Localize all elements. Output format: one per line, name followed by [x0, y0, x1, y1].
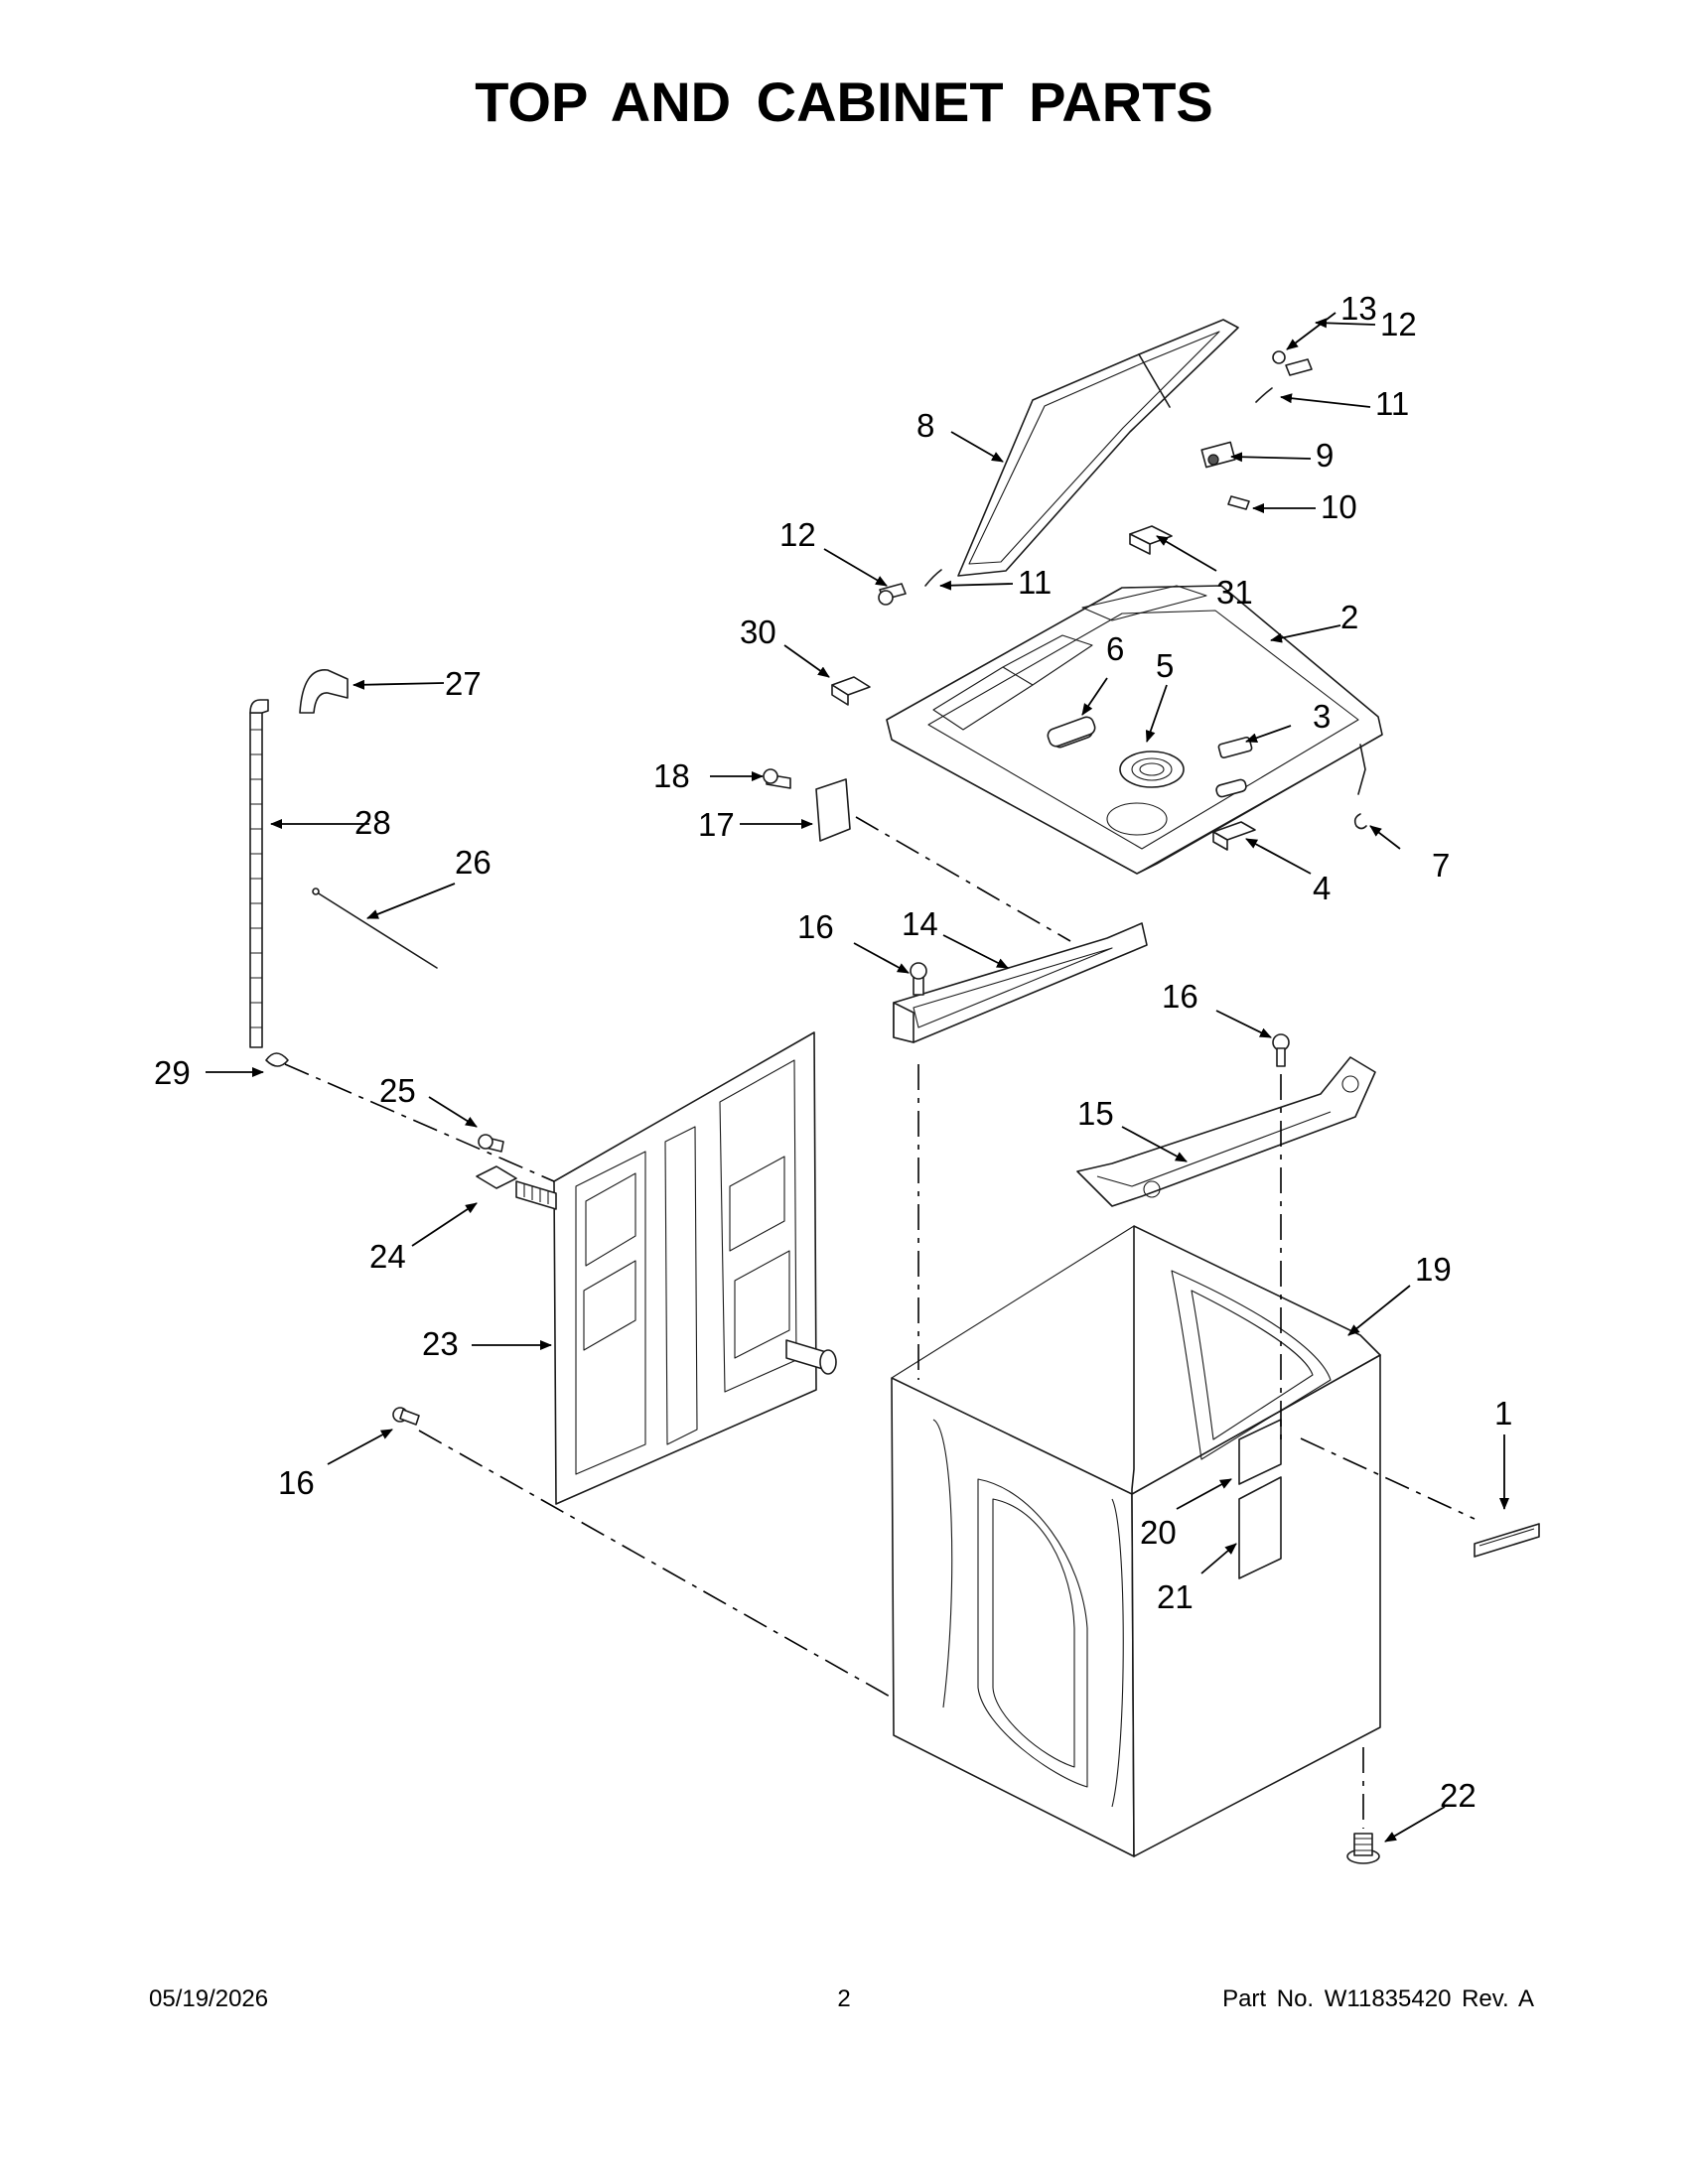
page-title: TOP AND CABINET PARTS [475, 70, 1213, 133]
callout-26: 26 [455, 844, 492, 881]
callout-22: 22 [1440, 1777, 1477, 1814]
callout-12-left: 12 [779, 516, 816, 553]
callout-16-rear-brace: 16 [1162, 978, 1198, 1015]
screw-part-16-brace [910, 962, 927, 996]
assembly-lines [284, 816, 1476, 1829]
screw-part-13 [1272, 350, 1286, 364]
callout-13: 13 [1340, 290, 1377, 327]
callout-18: 18 [653, 757, 690, 794]
hose-outlet-rear [785, 1339, 837, 1375]
hose-fitting-part-24 [476, 1165, 557, 1210]
bushing-part-12-right [1285, 358, 1313, 376]
callout-11-right: 11 [1375, 385, 1409, 422]
lid-switch-part-31 [1129, 525, 1173, 555]
drain-hose-part-28 [249, 699, 269, 1048]
callout-29: 29 [154, 1054, 191, 1091]
top-panel-part-2 [886, 585, 1383, 875]
callout-2: 2 [1340, 599, 1358, 635]
leveling-leg-part-22 [1346, 1833, 1380, 1864]
footer-part-number: Part No. W11835420 Rev. A [1222, 1985, 1534, 2012]
callout-3: 3 [1313, 698, 1331, 735]
lid-switch-bracket-part-3 [1217, 736, 1253, 759]
callout-5: 5 [1156, 647, 1174, 684]
harness-clip-part-30 [831, 676, 871, 706]
callout-17: 17 [698, 806, 735, 843]
callout-19: 19 [1415, 1251, 1452, 1288]
callout-21: 21 [1157, 1578, 1194, 1615]
callout-16-brace: 16 [797, 908, 834, 945]
callout-28: 28 [354, 804, 391, 841]
fill-funnel-part-5 [1139, 762, 1165, 776]
callout-1: 1 [1494, 1395, 1512, 1432]
screw-part-25 [478, 1134, 504, 1153]
screw-part-10 [1227, 495, 1250, 510]
callout-6: 6 [1106, 630, 1124, 667]
callout-25: 25 [379, 1072, 416, 1109]
lid-part-8 [957, 319, 1239, 577]
clamp-part-29 [265, 1052, 289, 1067]
callout-12-right: 12 [1380, 306, 1417, 342]
callout-11-left: 11 [1018, 564, 1052, 601]
cable-tie-part-26 [312, 887, 438, 969]
callout-labels: 13 12 11 9 10 8 12 11 31 2 30 6 5 3 4 7 … [154, 290, 1512, 1814]
brand-badge-part-1 [1474, 1523, 1540, 1558]
callout-10: 10 [1321, 488, 1357, 525]
footer-page-number: 2 [837, 1985, 851, 2012]
callout-20: 20 [1140, 1514, 1177, 1551]
brace-part-15 [1076, 1056, 1376, 1207]
clip-part-7 [1353, 813, 1367, 830]
callout-23: 23 [422, 1325, 459, 1362]
callout-7: 7 [1432, 847, 1450, 884]
callout-16-rear: 16 [278, 1464, 315, 1501]
screw-part-18 [763, 768, 791, 789]
callout-15: 15 [1077, 1095, 1114, 1132]
hinge-part-9 [1200, 441, 1236, 469]
callout-31: 31 [1216, 574, 1253, 611]
hinge-pin-part-11-right [1255, 387, 1273, 403]
cabinet-part-19 [891, 1225, 1381, 1857]
brace-part-14 [893, 922, 1148, 1043]
callout-27: 27 [445, 665, 482, 702]
screw-part-16-rear [392, 1407, 420, 1426]
bushing-part-12-left [878, 583, 907, 606]
hinge-pin-part-11-left [924, 569, 942, 587]
hose-hook-part-27 [299, 669, 349, 714]
callout-24: 24 [369, 1238, 406, 1275]
access-cover-part-6 [1047, 716, 1096, 748]
screw-part-16-rear-brace [1272, 1033, 1290, 1067]
bracket-part-17 [815, 778, 851, 842]
lid-lock-part-4 [1212, 821, 1256, 851]
callout-8: 8 [916, 407, 934, 444]
callout-30: 30 [740, 614, 776, 650]
callout-14: 14 [902, 905, 938, 942]
rear-panel-part-23 [553, 1031, 817, 1505]
callout-arrows [206, 312, 1509, 1843]
footer-date: 05/19/2026 [149, 1985, 269, 2012]
callout-9: 9 [1316, 437, 1334, 474]
callout-4: 4 [1313, 870, 1331, 906]
